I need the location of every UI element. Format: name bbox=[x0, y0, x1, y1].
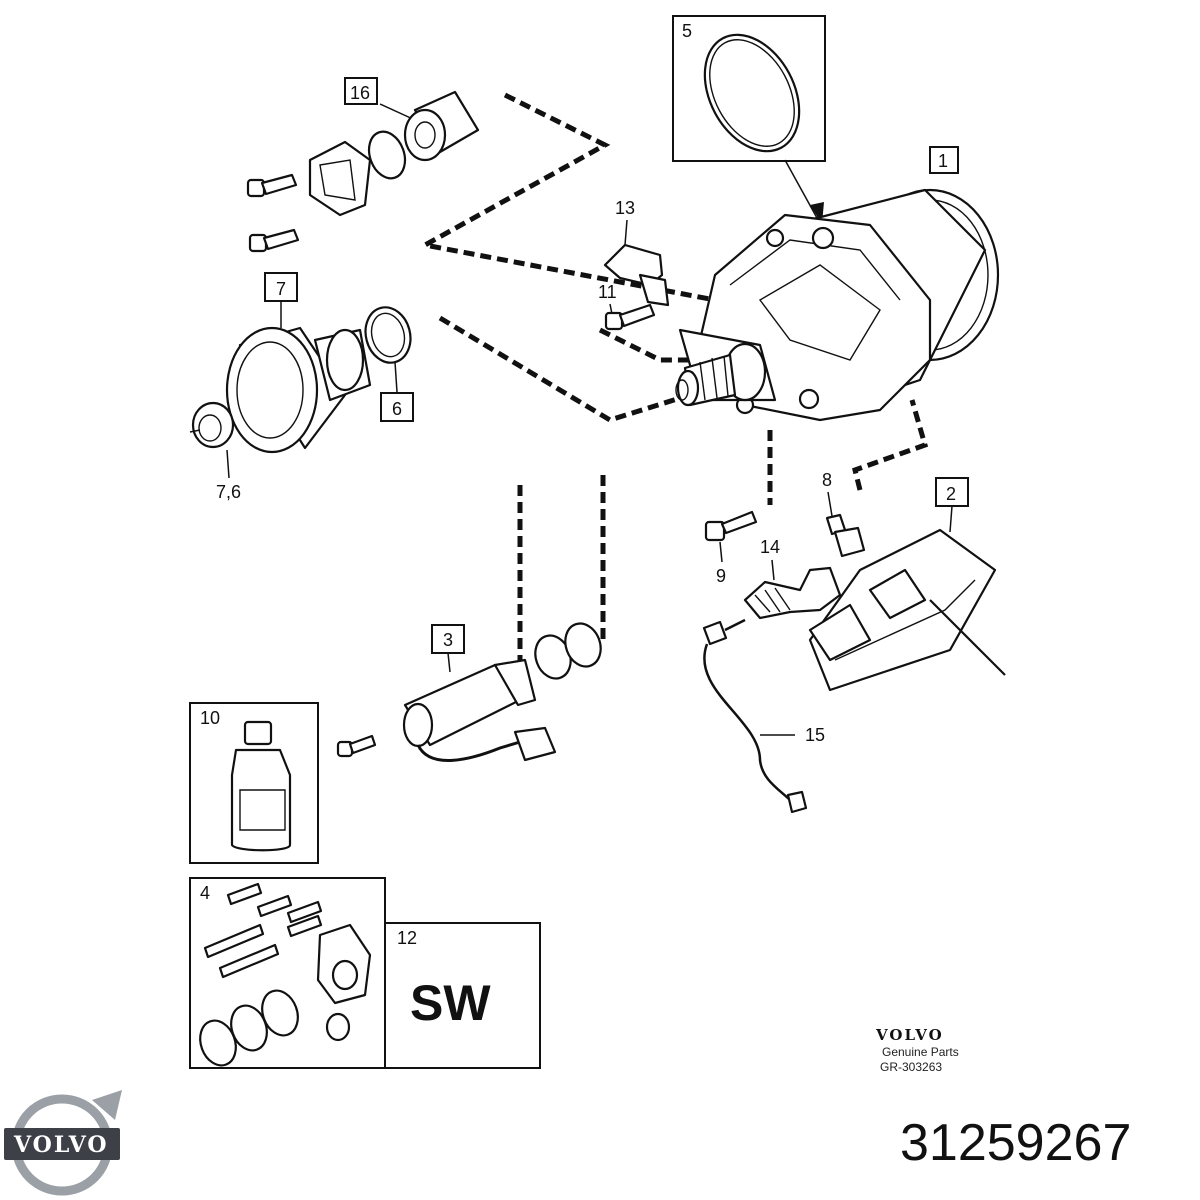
callout-box-4: 4 bbox=[189, 877, 386, 1069]
genuine-parts-footer: VOLVO Genuine Parts GR-303263 bbox=[875, 1026, 959, 1074]
callout-10: 10 bbox=[200, 708, 220, 728]
callout-16: 16 bbox=[350, 83, 370, 103]
genuine-parts-text: Genuine Parts bbox=[882, 1045, 959, 1059]
sensor-8: 8 bbox=[822, 470, 866, 558]
solenoid-3: 3 bbox=[336, 622, 602, 762]
hose-14: 14 bbox=[743, 537, 842, 620]
callout-box-5: 5 bbox=[672, 15, 826, 224]
callout-12: 12 bbox=[397, 928, 417, 948]
callout-1: 1 bbox=[938, 151, 948, 171]
logo-band bbox=[4, 1128, 120, 1160]
callout-5: 5 bbox=[682, 21, 692, 41]
logo-arrow-icon bbox=[92, 1090, 122, 1120]
callout-11: 11 bbox=[598, 282, 617, 302]
bracket-13: 13 bbox=[603, 198, 670, 307]
callout-3: 3 bbox=[443, 630, 453, 650]
diagram-code: GR-303263 bbox=[880, 1060, 942, 1074]
callout-7-6: 7,6 bbox=[216, 482, 241, 502]
volvo-logo: VOLVO bbox=[4, 1090, 122, 1196]
footer-brand-wordmark: VOLVO bbox=[875, 1026, 944, 1044]
callout-6: 6 bbox=[392, 399, 402, 419]
callout-7: 7 bbox=[276, 279, 286, 299]
callout-4: 4 bbox=[200, 883, 210, 903]
callout-box-12: 12 SW bbox=[384, 922, 541, 1069]
callout-2: 2 bbox=[946, 484, 956, 504]
filter-16: 16 bbox=[246, 77, 480, 253]
callout-box-10: 10 bbox=[189, 702, 319, 864]
logo-wordmark: VOLVO bbox=[13, 1132, 109, 1158]
wire-15: 15 bbox=[702, 618, 825, 814]
callout-15: 15 bbox=[805, 725, 825, 745]
callout-13: 13 bbox=[615, 198, 635, 218]
callout-9: 9 bbox=[716, 566, 726, 586]
main-housing: 1 bbox=[675, 146, 1000, 422]
part-number: 31259267 bbox=[900, 1114, 1131, 1172]
housing-7: 7 6 7,6 bbox=[189, 272, 414, 502]
bolt-11: 11 bbox=[598, 282, 656, 331]
bolt-9: 9 bbox=[704, 510, 758, 586]
control-unit-2: 2 bbox=[808, 477, 1006, 692]
software-kit-label: SW bbox=[410, 975, 491, 1031]
callout-14: 14 bbox=[760, 537, 780, 557]
callout-8: 8 bbox=[822, 470, 832, 490]
